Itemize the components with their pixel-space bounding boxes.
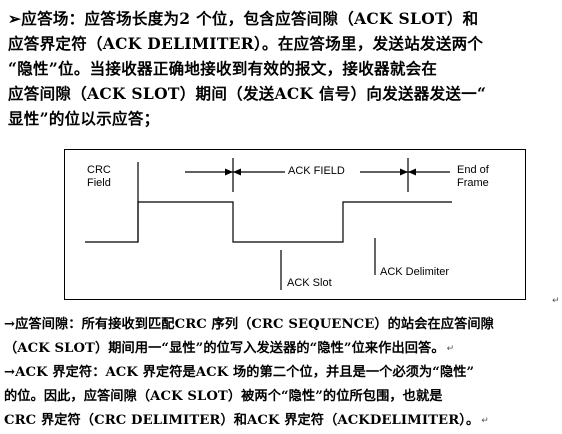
arrowhead — [233, 168, 241, 176]
arrowhead — [408, 168, 416, 176]
intro-line: ➢应答场：应答场长度为2 个位，包含应答间隙（ACK SLOT）和 — [8, 9, 479, 28]
ack-delimiter-label: ACK Delimiter — [380, 266, 450, 278]
intro-paragraph: ➢应答场：应答场长度为2 个位，包含应答间隙（ACK SLOT）和 应答界定符（… — [8, 6, 556, 131]
intro-line: “隐性”位。当接收器正确地接收到有效的报文，接收器就会在 — [8, 59, 438, 78]
timing-waveform — [85, 158, 452, 290]
intro-line: 显性”的位以示应答； — [8, 109, 160, 128]
notes-line: （ACK SLOT）期间用一“显性”的位写入发送器的“隐性”位来作出回答。↵ — [4, 341, 455, 356]
end-of-frame-label: End of Frame — [457, 164, 489, 189]
paragraph-return-mark: ↵ — [552, 296, 560, 306]
ack-field-timing-diagram: CRC Field ACK FIELD End of Frame ACK Slo… — [64, 149, 526, 300]
paragraph-return-mark: ↵ — [446, 344, 455, 354]
ack-field-label: ACK FIELD — [288, 165, 345, 177]
ack-slot-label: ACK Slot — [287, 277, 332, 289]
paragraph-return-mark: ↵ — [481, 416, 489, 426]
notes-line: 的位。因此，应答间隙（ACK SLOT）被两个“隐性”的位所包围，也就是 — [4, 389, 443, 404]
arrowhead — [225, 168, 233, 176]
notes-line: →应答间隙：所有接收到匹配CRC 序列（CRC SEQUENCE）的站会在应答间… — [4, 317, 494, 332]
notes-line: CRC 界定符（CRC DELIMITER）和ACK 界定符（ACKDELIMI… — [4, 413, 489, 428]
intro-line: 应答间隙（ACK SLOT）期间（发送ACK 信号）向发送器发送一“ — [8, 84, 487, 103]
notes-paragraph: →应答间隙：所有接收到匹配CRC 序列（CRC SEQUENCE）的站会在应答间… — [4, 313, 558, 433]
arrowhead — [400, 168, 408, 176]
bus-signal-line — [85, 201, 452, 243]
notes-line: →ACK 界定符：ACK 界定符是ACK 场的第二个位，并且是一个必须为“隐性” — [4, 365, 475, 380]
crc-field-label: CRC Field — [87, 164, 111, 189]
intro-line: 应答界定符（ACK DELIMITER）。在应答场里，发送站发送两个 — [8, 34, 484, 53]
